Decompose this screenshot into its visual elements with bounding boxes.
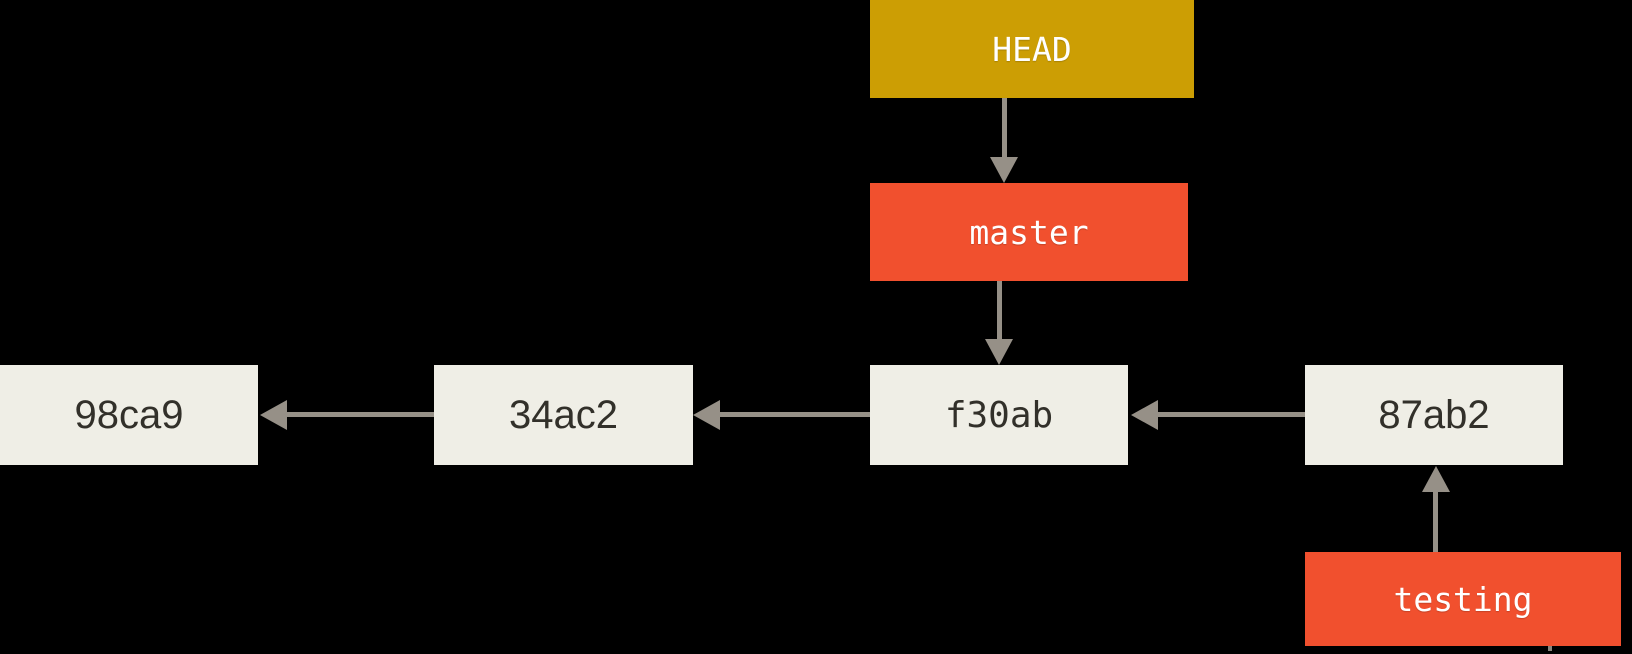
arrow-head-to-master-arrowhead-icon — [990, 157, 1018, 183]
arrow-f30ab-to-34ac2-arrowhead-icon — [693, 400, 720, 430]
arrow-master-to-f30ab-arrowhead-icon — [985, 339, 1013, 365]
cropped-arrow-fragment — [1548, 646, 1552, 651]
arrow-34ac2-to-98ca9-stem — [287, 412, 434, 417]
head-ref-box: HEAD — [870, 0, 1194, 98]
arrow-head-to-master-stem — [1002, 98, 1007, 157]
commit-box-34ac2: 34ac2 — [434, 365, 693, 465]
commit-hash-98ca9: 98ca9 — [74, 392, 184, 437]
arrow-testing-to-87ab2-arrowhead-icon — [1422, 466, 1450, 492]
arrow-f30ab-to-34ac2-stem — [720, 412, 870, 417]
commit-hash-34ac2: 34ac2 — [509, 392, 618, 437]
arrow-87ab2-to-f30ab-arrowhead-icon — [1131, 400, 1158, 430]
testing-branch-box: testing — [1305, 552, 1621, 646]
testing-branch-label: testing — [1393, 579, 1533, 619]
arrow-87ab2-to-f30ab-stem — [1158, 412, 1305, 417]
commit-hash-f30ab: f30ab — [944, 394, 1054, 436]
arrow-testing-to-87ab2-stem — [1433, 492, 1438, 552]
arrow-master-to-f30ab-stem — [997, 281, 1002, 339]
head-ref-label: HEAD — [992, 29, 1072, 69]
commit-box-98ca9: 98ca9 — [0, 365, 258, 465]
arrow-34ac2-to-98ca9-arrowhead-icon — [260, 400, 287, 430]
commit-box-f30ab: f30ab — [870, 365, 1128, 465]
master-branch-label: master — [969, 212, 1089, 252]
commit-hash-87ab2: 87ab2 — [1378, 392, 1490, 437]
master-branch-box: master — [870, 183, 1188, 281]
commit-box-87ab2: 87ab2 — [1305, 365, 1563, 465]
